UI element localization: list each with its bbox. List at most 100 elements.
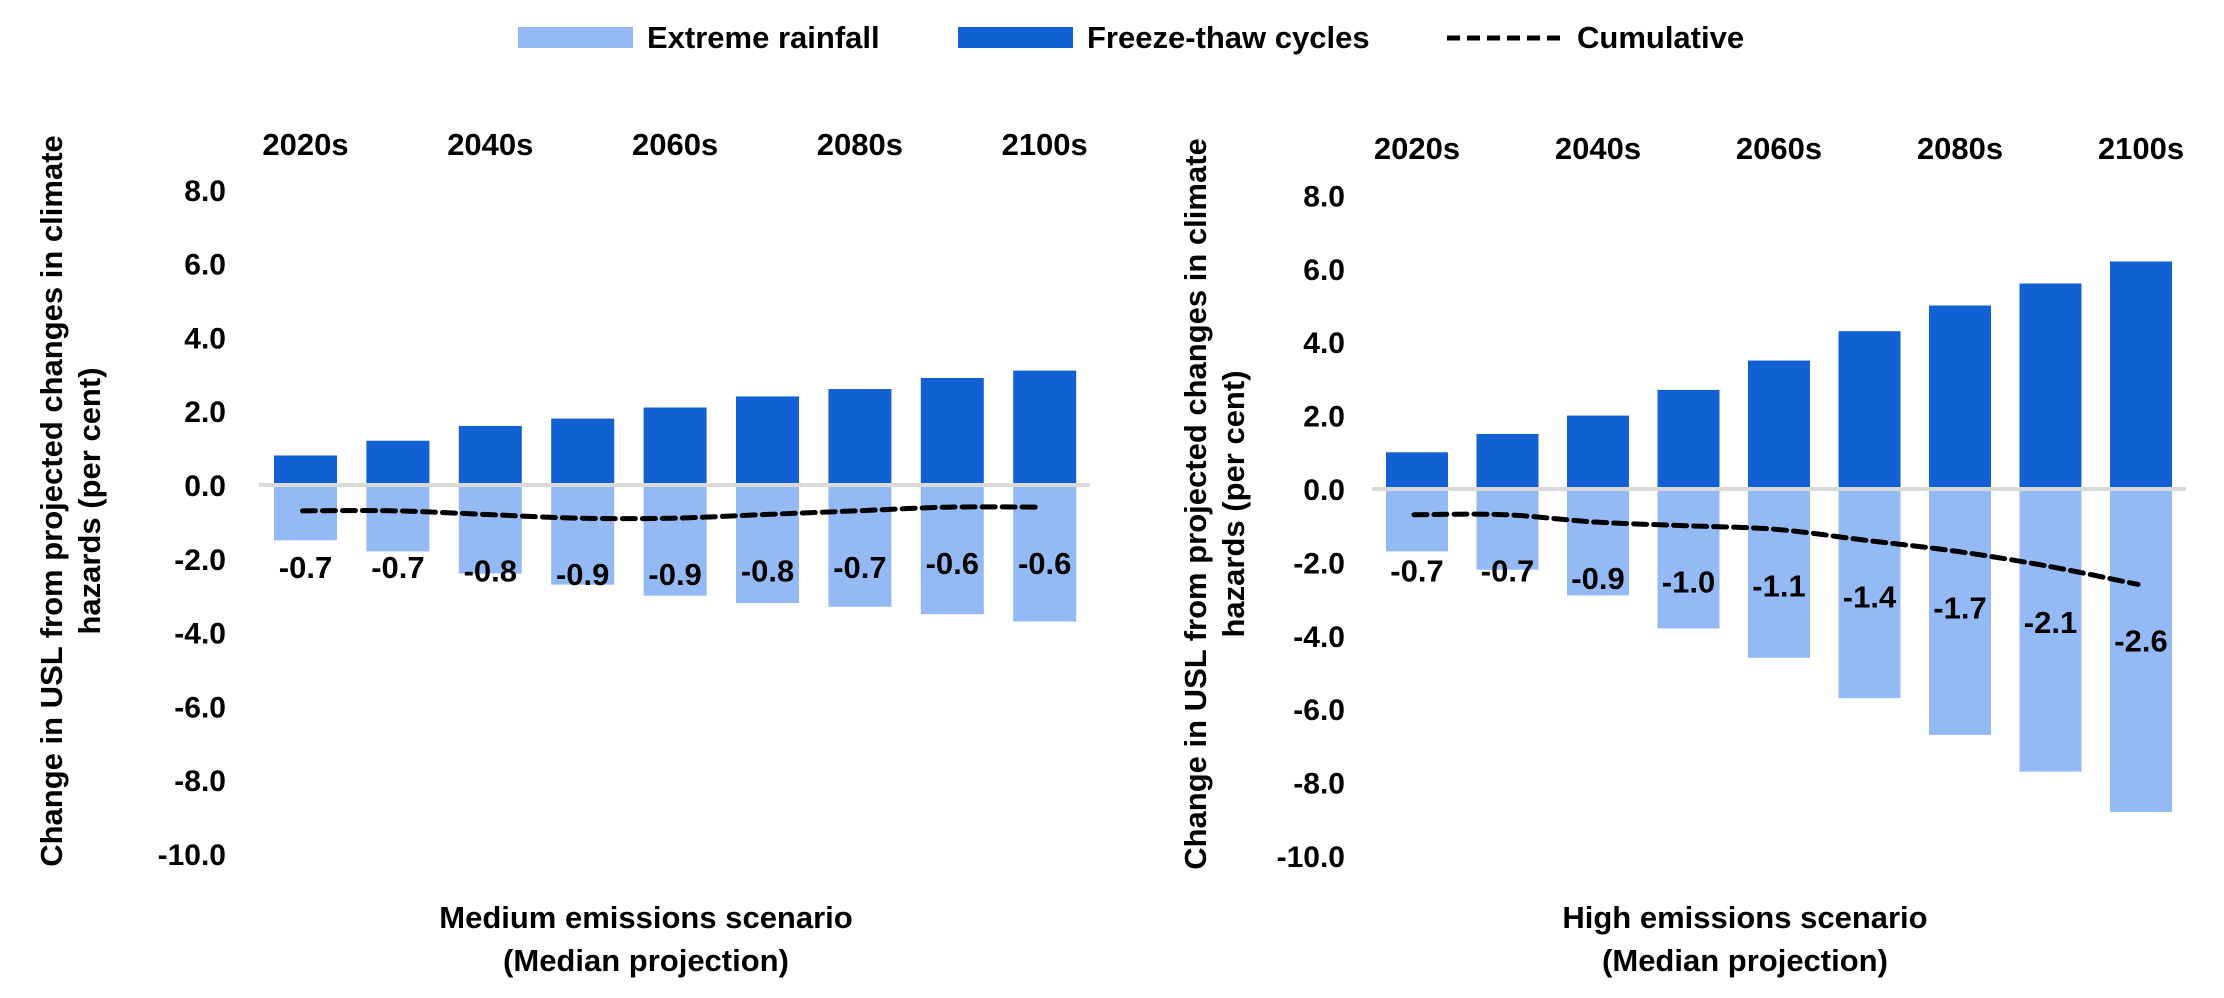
bar-extreme-rainfall <box>458 485 522 574</box>
bar-freeze-thaw <box>1476 433 1539 489</box>
legend-label-freeze-thaw: Freeze-thaw cycles <box>1087 20 1370 55</box>
chart-subtitle: (Median projection) <box>1602 943 1888 978</box>
bar-extreme-rainfall <box>1567 489 1629 596</box>
bar-freeze-thaw <box>1013 370 1077 485</box>
y-tick-label: -6.0 <box>174 691 226 724</box>
y-tick-label: -2.0 <box>1293 547 1345 580</box>
x-category-label: 2080s <box>817 127 903 162</box>
data-label-cumulative: -0.9 <box>1571 561 1624 596</box>
legend: Extreme rainfall Freeze-thaw cycles Cumu… <box>518 20 1744 55</box>
bar-freeze-thaw <box>1929 305 1991 489</box>
bar-freeze-thaw <box>920 377 984 485</box>
bar-extreme-rainfall <box>643 485 707 596</box>
y-axis-title-line-2: hazards (per cent) <box>1216 370 1251 637</box>
chart-subtitle: (Median projection) <box>503 943 789 978</box>
y-tick-label: 6.0 <box>1303 254 1345 287</box>
bar-freeze-thaw <box>1748 360 1810 489</box>
series-extreme-rainfall-bars <box>1386 489 2172 812</box>
chart-medium-emissions: Change in USL from projected changes in … <box>34 127 1090 978</box>
bar-freeze-thaw <box>2110 261 2172 489</box>
x-category-label: 2060s <box>1736 131 1822 166</box>
y-axis-title-line-1: Change in USL from projected changes in … <box>34 135 69 867</box>
x-category-label: 2020s <box>1374 131 1460 166</box>
y-tick-label: -8.0 <box>174 765 226 798</box>
data-label-cumulative: -2.1 <box>2024 605 2077 640</box>
data-label-cumulative: -0.7 <box>279 550 332 585</box>
bar-extreme-rainfall <box>1386 489 1448 552</box>
y-tick-label: -10.0 <box>158 839 226 872</box>
y-tick-label: 0.0 <box>184 470 226 503</box>
chart-title: Medium emissions scenario <box>439 900 852 935</box>
bar-freeze-thaw <box>1838 331 1901 489</box>
data-label-cumulative: -0.7 <box>1481 554 1534 589</box>
data-label-cumulative: -1.0 <box>1662 565 1715 600</box>
bar-freeze-thaw <box>366 440 430 485</box>
x-category-label: 2100s <box>1002 127 1088 162</box>
bar-freeze-thaw <box>274 455 337 485</box>
x-category-label: 2040s <box>1555 131 1641 166</box>
bar-extreme-rainfall <box>1476 489 1539 570</box>
y-tick-label: 0.0 <box>1303 474 1345 507</box>
chart-title: High emissions scenario <box>1562 900 1927 935</box>
data-labels: -0.7-0.7-0.9-1.0-1.1-1.4-1.7-2.1-2.6 <box>1390 554 2167 659</box>
y-axis-title-line-1: Change in USL from projected changes in … <box>1178 138 1213 870</box>
data-label-cumulative: -1.7 <box>1933 590 1986 625</box>
data-label-cumulative: -0.7 <box>833 550 886 585</box>
bar-freeze-thaw <box>458 425 522 485</box>
bar-freeze-thaw <box>551 418 615 485</box>
y-tick-label: -2.0 <box>174 544 226 577</box>
x-axis-category-labels: 2020s 2040s 2060s 2080s 2100s <box>262 127 1087 162</box>
data-label-cumulative: -1.4 <box>1843 579 1897 614</box>
bar-extreme-rainfall <box>828 485 892 607</box>
y-axis-title-line-2: hazards (per cent) <box>72 367 107 634</box>
y-tick-label: 4.0 <box>1303 327 1345 360</box>
series-freeze-thaw-bars <box>1386 261 2172 489</box>
bar-extreme-rainfall <box>1657 489 1720 629</box>
legend-label-extreme-rainfall: Extreme rainfall <box>647 20 880 55</box>
bar-freeze-thaw <box>643 407 707 485</box>
series-freeze-thaw-bars <box>274 370 1077 485</box>
data-labels: -0.7-0.7-0.8-0.9-0.9-0.8-0.7-0.6-0.6 <box>279 546 1072 592</box>
chart-high-emissions: Change in USL from projected changes in … <box>1178 131 2186 978</box>
data-label-cumulative: -0.9 <box>648 557 701 592</box>
data-label-cumulative: -0.6 <box>926 546 979 581</box>
y-tick-label: -8.0 <box>1293 768 1345 801</box>
y-tick-label: 8.0 <box>1303 180 1345 213</box>
data-label-cumulative: -0.7 <box>371 550 424 585</box>
y-tick-label: -4.0 <box>1293 621 1345 654</box>
series-cumulative-line <box>1411 511 2141 587</box>
series-extreme-rainfall-bars <box>274 485 1077 622</box>
y-axis-title: Change in USL from projected changes in … <box>1178 138 1251 870</box>
y-axis-ticks: 8.06.04.02.00.0-2.0-4.0-6.0-8.0-10.0 <box>1277 180 1345 874</box>
data-label-cumulative: -0.8 <box>464 554 517 589</box>
y-tick-label: -10.0 <box>1277 841 1345 874</box>
bar-extreme-rainfall <box>366 485 430 552</box>
legend-swatch-extreme-rainfall <box>518 27 633 48</box>
bar-extreme-rainfall <box>1838 489 1901 699</box>
bar-freeze-thaw <box>1386 452 1448 489</box>
y-tick-label: -4.0 <box>174 618 226 651</box>
bar-freeze-thaw <box>2019 283 2082 489</box>
legend-swatch-freeze-thaw <box>958 27 1073 48</box>
y-tick-label: 2.0 <box>1303 401 1345 434</box>
bar-extreme-rainfall <box>2019 489 2082 772</box>
bar-freeze-thaw <box>1657 389 1720 489</box>
y-tick-label: 6.0 <box>184 249 226 282</box>
bar-extreme-rainfall <box>1929 489 1991 735</box>
y-tick-label: 4.0 <box>184 322 226 355</box>
bar-extreme-rainfall <box>736 485 799 604</box>
x-category-label: 2080s <box>1917 131 2003 166</box>
legend-label-cumulative: Cumulative <box>1577 20 1744 55</box>
x-category-label: 2060s <box>632 127 718 162</box>
y-tick-label: 2.0 <box>184 396 226 429</box>
bar-extreme-rainfall <box>551 485 615 585</box>
y-tick-label: 8.0 <box>184 175 226 208</box>
series-cumulative-line <box>300 504 1045 522</box>
bar-freeze-thaw <box>1567 415 1629 489</box>
x-category-label: 2040s <box>447 127 533 162</box>
data-label-cumulative: -0.8 <box>741 554 794 589</box>
x-category-label: 2020s <box>262 127 348 162</box>
data-label-cumulative: -0.7 <box>1390 554 1443 589</box>
